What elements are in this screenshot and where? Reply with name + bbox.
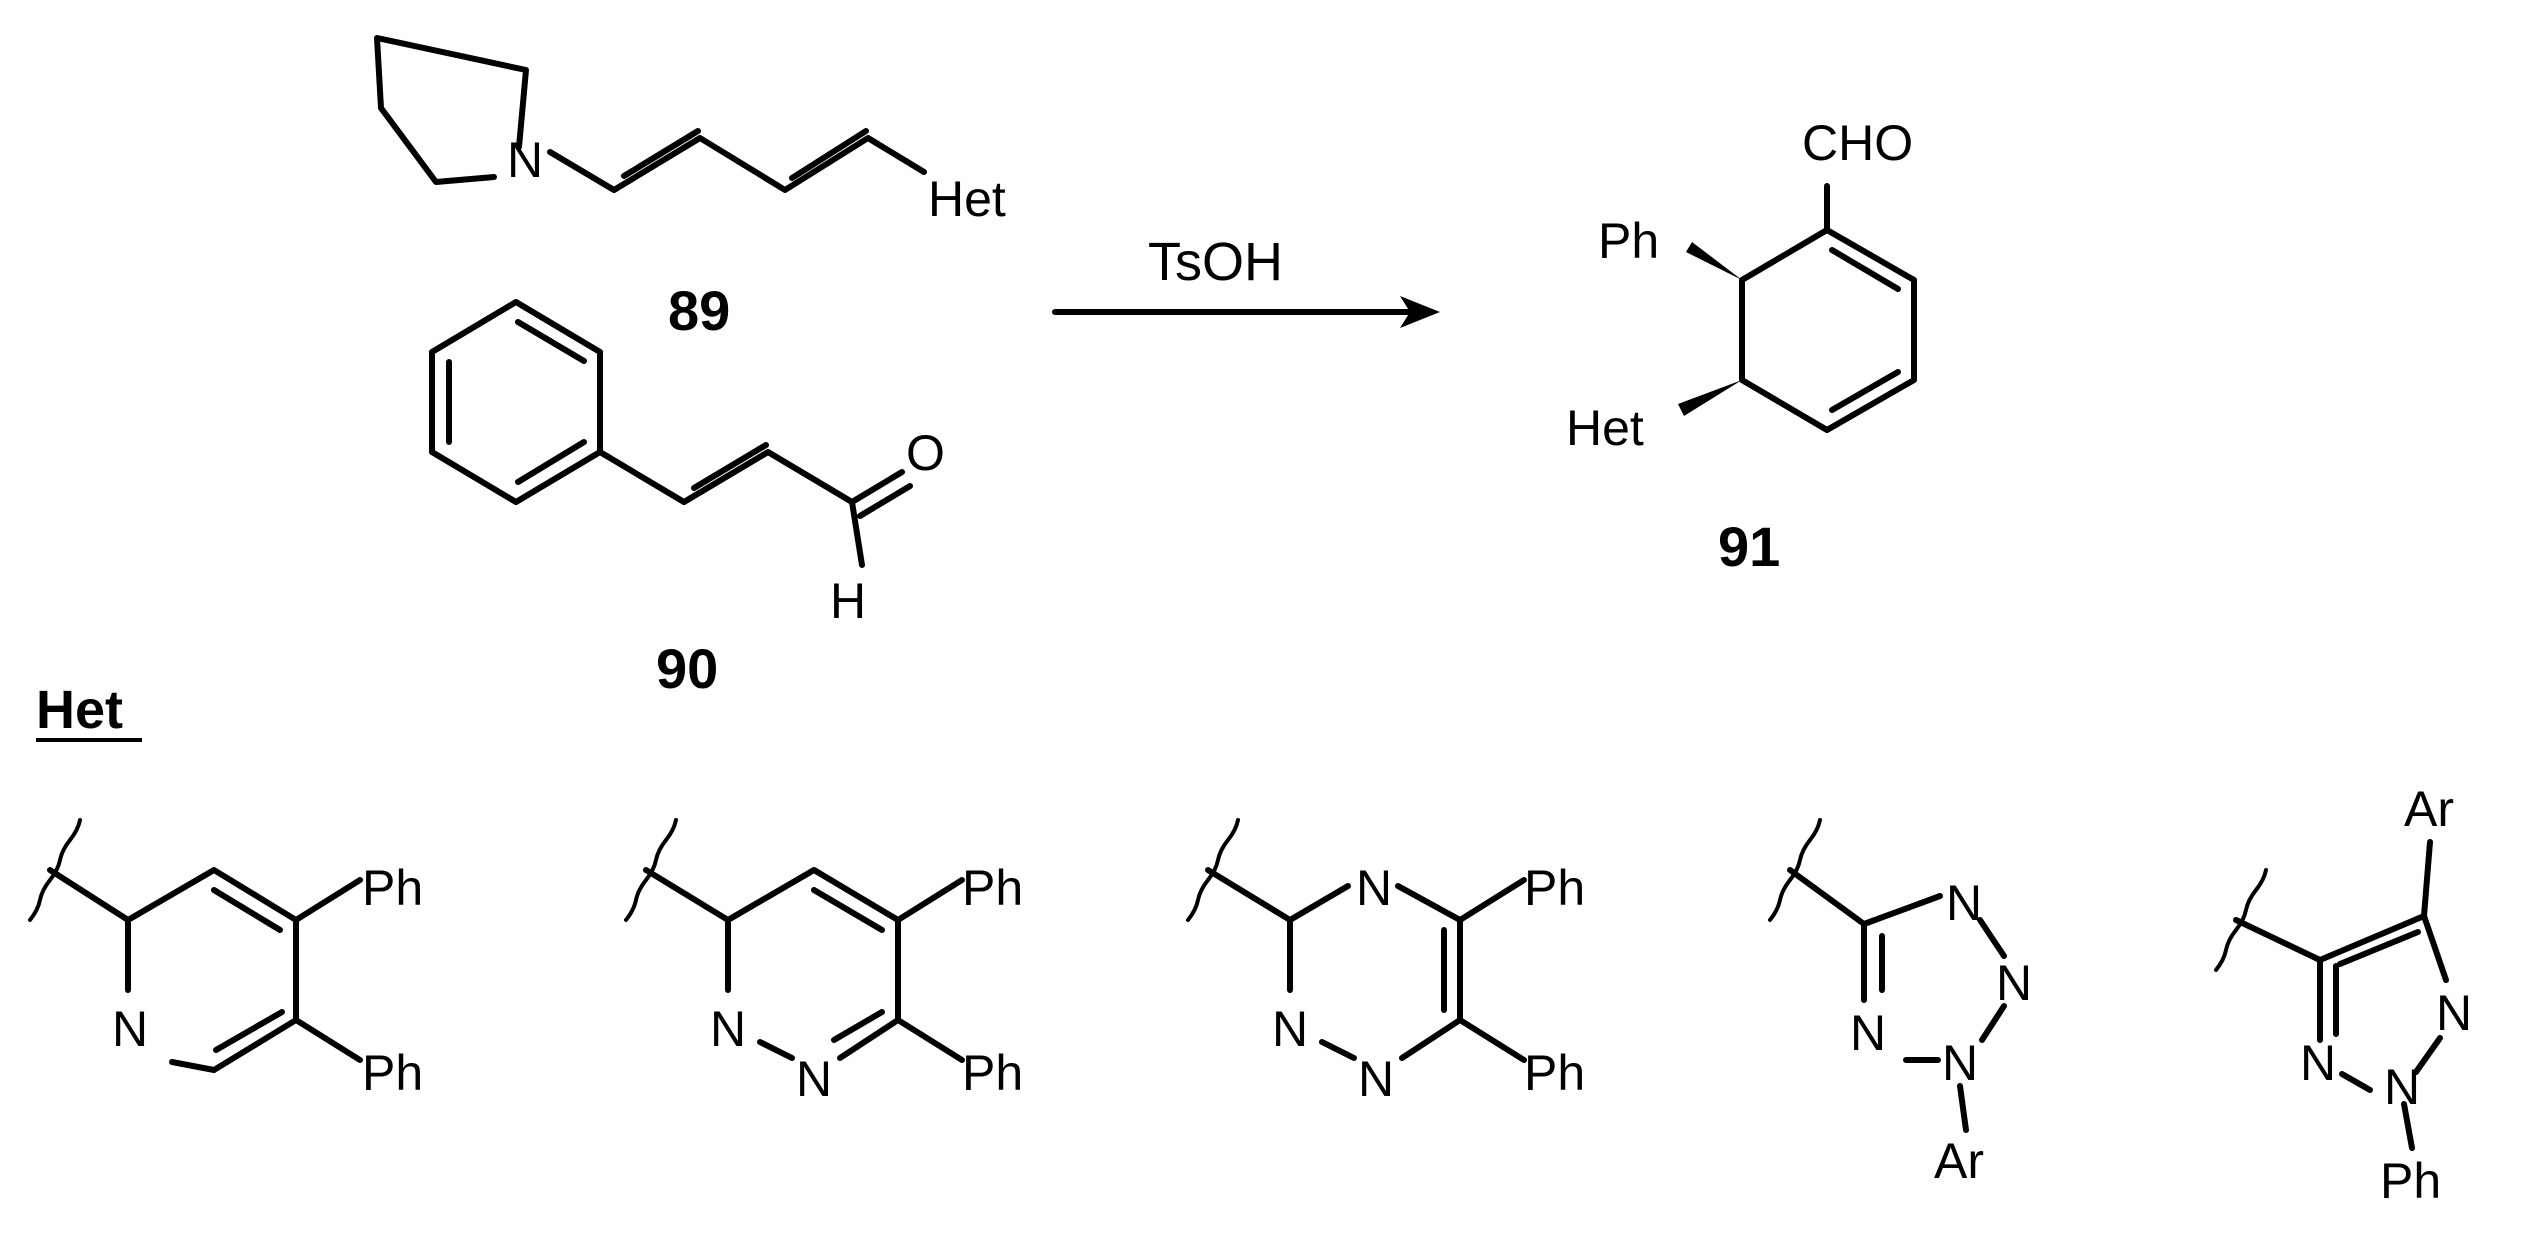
het-triazole-structure: Ar N N N Ph: [2214, 781, 2472, 1209]
het-label-91: Het: [1566, 400, 1644, 456]
compound-label-89: 89: [668, 279, 730, 342]
n2-atom-tetrazole: N: [1996, 955, 2032, 1011]
reagent-tsoh: TsOH: [1148, 232, 1283, 292]
n2-atom-pyridazine: N: [796, 1051, 832, 1107]
n1-atom-triazole: N: [2436, 985, 2472, 1041]
compound-label-91: 91: [1718, 515, 1780, 578]
het-triazine-structure: N N N Ph Ph: [1186, 818, 1585, 1107]
n1-atom-tetrazole: N: [1946, 875, 1982, 931]
n4-atom-triazine: N: [1356, 860, 1392, 916]
het-section-header: Het: [36, 680, 142, 742]
het-pyridazine-structure: N N Ph Ph: [624, 818, 1023, 1107]
het-label-89: Het: [928, 171, 1006, 227]
n2-atom-triazine: N: [1272, 1001, 1308, 1057]
o-atom-90: O: [906, 425, 945, 481]
ph-label-pyridine-top: Ph: [362, 860, 423, 916]
n3-atom-tetrazole: N: [1942, 1035, 1978, 1091]
reaction-arrow: TsOH: [1052, 232, 1440, 328]
n4-atom-tetrazole: N: [1850, 1005, 1886, 1061]
n1-atom-triazine: N: [1358, 1051, 1394, 1107]
n-atom-89: N: [507, 132, 543, 188]
ar-label-triazole: Ar: [2404, 781, 2454, 837]
compound-91-structure: CHO Ph Het 91: [1566, 115, 1917, 578]
compound-label-90: 90: [656, 637, 718, 700]
ph-label-triazine-top: Ph: [1524, 860, 1585, 916]
ph-label-triazole: Ph: [2380, 1153, 2441, 1209]
ph-label-triazine-bottom: Ph: [1524, 1045, 1585, 1101]
het-tetrazole-structure: N N N N Ar: [1768, 818, 2032, 1189]
compound-90-structure: O H 90: [429, 299, 945, 700]
het-header: Het: [36, 680, 123, 740]
ph-label-pyridazine-bottom: Ph: [962, 1045, 1023, 1101]
n-atom-pyridine: N: [112, 1001, 148, 1057]
ar-label-tetrazole: Ar: [1934, 1133, 1984, 1189]
n2-atom-triazole: N: [2384, 1059, 2420, 1115]
ph-label-91: Ph: [1598, 213, 1659, 269]
compound-89-structure: N Het 89: [374, 35, 1006, 342]
h-atom-90: H: [830, 573, 866, 629]
n1-atom-pyridazine: N: [710, 1001, 746, 1057]
ph-label-pyridine-bottom: Ph: [362, 1045, 423, 1101]
ph-label-pyridazine-top: Ph: [962, 860, 1023, 916]
het-pyridine-structure: N Ph Ph: [28, 818, 423, 1101]
cho-label-91: CHO: [1802, 115, 1913, 171]
n3-atom-triazole: N: [2300, 1035, 2336, 1091]
